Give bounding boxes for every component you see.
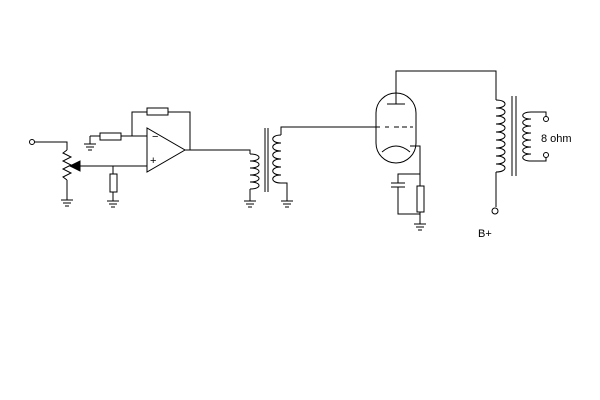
opamp: [146, 127, 186, 173]
speaker-terminal-bottom: [543, 152, 549, 158]
input-resistor-ground: [84, 136, 96, 151]
opamp-inverting-sign: −: [152, 131, 158, 143]
input-wire: [34, 141, 68, 150]
supply-label: B+: [478, 228, 492, 240]
output-transformer-core: [511, 96, 517, 176]
speaker-terminal-top: [543, 116, 549, 122]
speaker-impedance-label: 8 ohm: [541, 133, 572, 145]
output-transformer-secondary: [522, 111, 547, 162]
input-transformer-core: [264, 128, 269, 192]
opamp-output-wire: [185, 149, 251, 154]
plate-wire: [395, 70, 497, 104]
input-terminal: [29, 139, 35, 145]
cathode-bypass-capacitor: [391, 173, 420, 215]
cathode-wire: [410, 145, 421, 186]
volume-potentiometer: [61, 149, 81, 181]
feedback-resistor: [131, 107, 191, 150]
input-transformer-primary: [244, 153, 260, 208]
pot-ground: [61, 180, 73, 207]
cathode-resistor: [414, 185, 426, 231]
input-resistor: [90, 132, 147, 141]
grid-wire: [280, 126, 380, 135]
input-transformer-secondary: [272, 134, 293, 208]
bias-resistor: [109, 166, 118, 201]
supply-terminal: [491, 207, 499, 215]
opamp-noninverting-sign: +: [150, 155, 156, 167]
output-transformer-primary: [495, 99, 506, 207]
bias-resistor-ground: [107, 200, 119, 208]
